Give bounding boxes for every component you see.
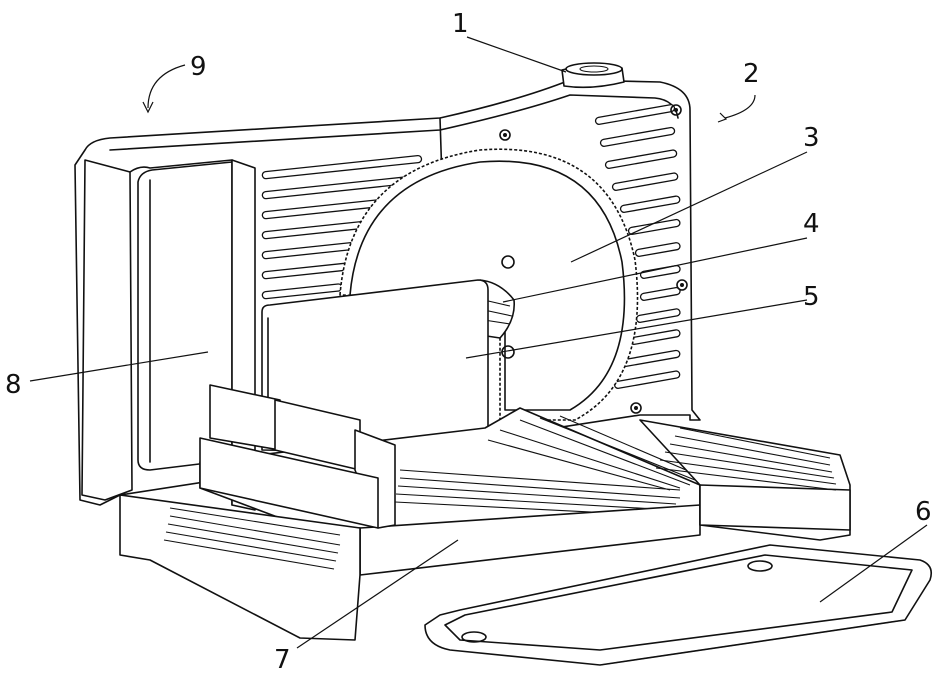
base [119, 419, 851, 641]
callout-2: 2 [743, 59, 760, 89]
guide-blocks [199, 384, 396, 529]
callout-labels: 1 2 3 4 5 6 7 8 9 [5, 9, 932, 674]
leader-lines [29, 36, 928, 649]
callout-9: 9 [190, 52, 207, 82]
food-tray [424, 544, 933, 666]
callout-1: 1 [452, 9, 469, 39]
power-switch [561, 62, 625, 89]
callout-3: 3 [803, 123, 820, 153]
left-vent-slots [261, 154, 423, 300]
callout-6: 6 [915, 497, 932, 527]
callout-7: 7 [274, 645, 291, 674]
screws [499, 104, 688, 414]
callout-4: 4 [803, 209, 820, 239]
callout-8: 8 [5, 370, 22, 400]
callout-5: 5 [803, 282, 820, 312]
